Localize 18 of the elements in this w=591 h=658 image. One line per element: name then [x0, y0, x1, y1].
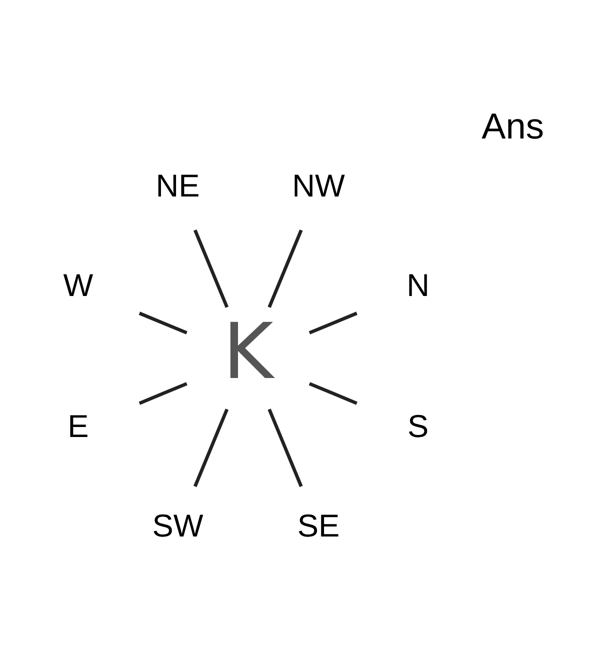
node-text: NE: [156, 168, 200, 204]
label: Ans: [482, 105, 544, 146]
node-text: S: [408, 408, 429, 444]
node-text: NW: [292, 168, 345, 204]
node-text: SE: [297, 508, 340, 544]
node-text: W: [63, 267, 94, 304]
connector: [268, 229, 303, 308]
node-text: E: [68, 408, 89, 444]
connector: [193, 229, 229, 308]
connector: [138, 382, 188, 405]
connector: [268, 408, 303, 488]
connector: [308, 382, 358, 405]
node-text: N: [406, 267, 430, 304]
node-text: K: [222, 308, 274, 397]
connector: [138, 312, 188, 334]
node-text: SW: [152, 508, 204, 544]
connector: [308, 312, 358, 334]
connector: [193, 408, 229, 488]
